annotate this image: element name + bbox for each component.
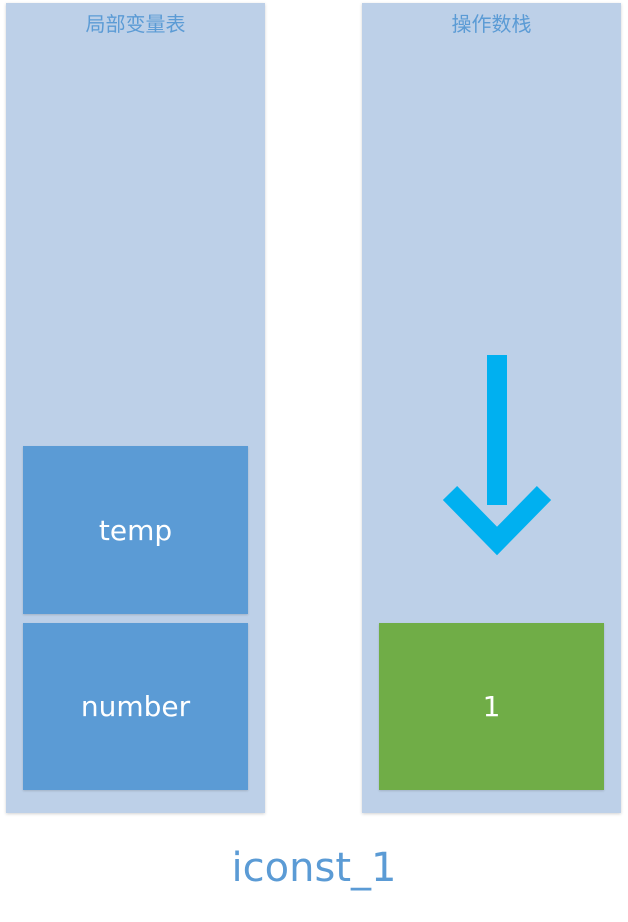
arrow-head [442, 486, 552, 556]
local-variable-table-panel: 局部变量表 temp number [6, 3, 265, 813]
operand-stack-title: 操作数栈 [451, 12, 532, 36]
local-var-slot-temp: temp [23, 446, 248, 614]
local-var-slot-number: number [23, 623, 248, 790]
instruction-caption: iconst_1 [231, 845, 397, 891]
operand-stack-slot-top: 1 [379, 623, 604, 790]
operand-stack-panel: 操作数栈 1 [362, 3, 621, 813]
arrow-shaft [487, 355, 507, 505]
local-variable-table-title: 局部变量表 [85, 12, 186, 36]
down-arrow-icon [442, 355, 552, 556]
